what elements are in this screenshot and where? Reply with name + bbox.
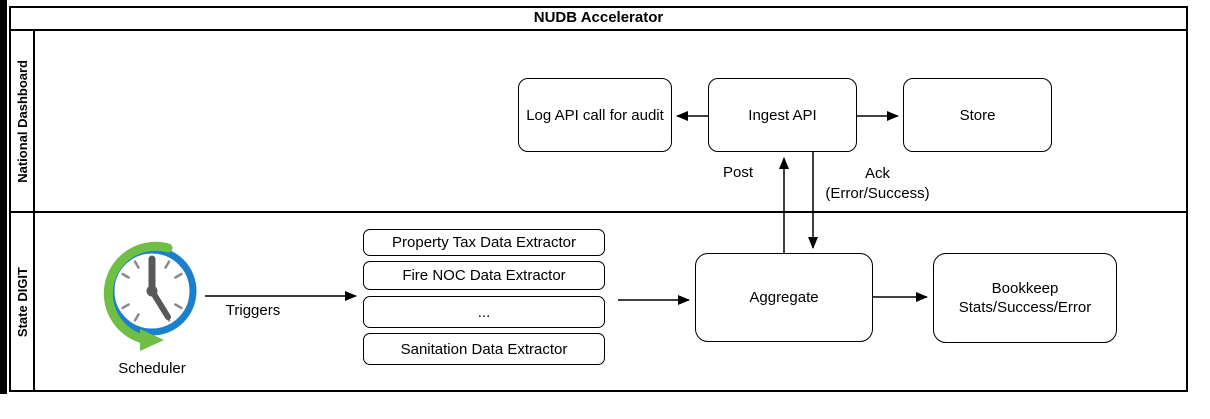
- node-ingest-api: Ingest API: [708, 78, 857, 152]
- lane-label-state-digit: State DIGIT: [14, 267, 30, 338]
- node-sanitation-data-extractor: Sanitation Data Extractor: [363, 333, 605, 365]
- edge-label-ack: Ack (Error/Success): [825, 165, 930, 202]
- diagram-title: NUDB Accelerator: [533, 9, 664, 26]
- node-aggregate: Aggregate: [695, 253, 873, 342]
- node-bookkeep: Bookkeep Stats/Success/Error: [933, 253, 1117, 343]
- node-log-api-call-for-audit: Log API call for audit: [518, 78, 672, 152]
- edge-label-post: Post: [722, 164, 753, 181]
- lane-label-national-dashboard: National Dashboard: [14, 59, 30, 183]
- scheduler-label: Scheduler: [118, 360, 186, 377]
- diagram-title-band: NUDB Accelerator: [9, 6, 1188, 31]
- node-ellipsis-extractor: ...: [363, 296, 605, 328]
- window-edge-bar: [0, 0, 7, 394]
- node-property-tax-data-extractor: Property Tax Data Extractor: [363, 229, 605, 256]
- node-fire-noc-data-extractor: Fire NOC Data Extractor: [363, 261, 605, 290]
- lane-divider: [9, 211, 1188, 213]
- edge-label-triggers: Triggers: [225, 302, 281, 319]
- node-store: Store: [903, 78, 1052, 152]
